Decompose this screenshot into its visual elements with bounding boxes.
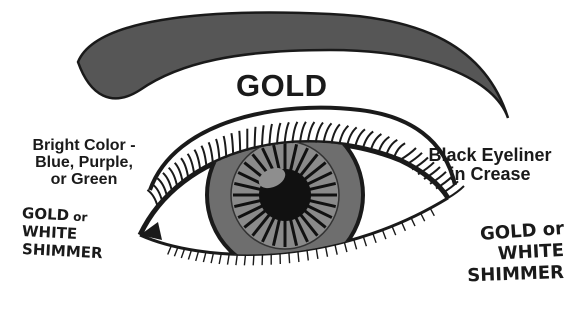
lower-lash bbox=[430, 208, 434, 216]
upper-lash bbox=[308, 122, 315, 143]
upper-lash bbox=[339, 126, 348, 145]
lower-lash bbox=[335, 244, 337, 254]
lower-lash bbox=[168, 246, 172, 255]
upper-lash bbox=[324, 123, 332, 143]
upper-lash bbox=[269, 124, 272, 146]
lower-lash bbox=[188, 250, 191, 260]
upper-lash bbox=[316, 123, 323, 143]
label-left-or: or bbox=[69, 209, 88, 224]
lower-lash bbox=[326, 246, 328, 256]
lower-lash bbox=[316, 248, 318, 259]
lower-lash bbox=[253, 254, 254, 265]
lower-lash bbox=[382, 230, 386, 239]
upper-lash bbox=[216, 139, 220, 161]
lower-lash bbox=[363, 237, 366, 247]
label-right-shimmer: GOLD or WHITE SHIMMER bbox=[430, 220, 564, 283]
lower-lash bbox=[219, 254, 221, 265]
lower-lash bbox=[181, 249, 184, 258]
lower-lash bbox=[236, 254, 237, 265]
upper-lash bbox=[194, 150, 200, 171]
upper-lash bbox=[224, 136, 227, 158]
label-bright-color: Bright Color - Blue, Purple, or Green bbox=[8, 138, 160, 188]
upper-lash bbox=[239, 131, 240, 153]
label-black-eyeliner: Black Eyeliner in Crease bbox=[412, 146, 568, 184]
upper-lash bbox=[231, 133, 233, 155]
upper-lash bbox=[331, 124, 340, 143]
lower-lash bbox=[244, 254, 245, 265]
upper-lash bbox=[255, 127, 256, 149]
lower-lash bbox=[307, 250, 308, 261]
upper-lash bbox=[300, 122, 306, 143]
upper-lash bbox=[262, 125, 264, 147]
label-eyeliner-line-1: Black Eyeliner bbox=[412, 146, 568, 165]
lower-lash bbox=[289, 252, 290, 263]
lower-lash bbox=[344, 242, 347, 252]
upper-lash bbox=[277, 123, 281, 145]
upper-lash bbox=[285, 122, 289, 143]
upper-lash bbox=[188, 154, 195, 174]
lower-lash bbox=[392, 226, 396, 235]
lower-lash bbox=[354, 239, 357, 249]
lower-lash bbox=[211, 253, 213, 263]
lower-lash bbox=[402, 222, 406, 231]
label-left-shimmer-line-3: SHIMMER bbox=[22, 242, 103, 262]
lower-lash bbox=[373, 233, 376, 243]
lower-lash bbox=[411, 218, 415, 226]
upper-lash bbox=[209, 142, 213, 163]
lower-lash bbox=[203, 252, 206, 262]
label-bright-line-1: Bright Color - bbox=[8, 138, 160, 155]
upper-lash bbox=[394, 143, 405, 158]
lower-lash bbox=[228, 254, 230, 265]
label-bright-line-2: Blue, Purple, bbox=[8, 155, 160, 172]
lower-lash bbox=[421, 213, 425, 221]
label-bright-line-3: or Green bbox=[8, 172, 160, 189]
lower-lash bbox=[174, 247, 178, 256]
upper-lash bbox=[147, 190, 157, 207]
upper-lash bbox=[292, 122, 297, 143]
upper-lash bbox=[201, 146, 206, 167]
label-eyeliner-line-2: in Crease bbox=[412, 165, 568, 184]
top-label-gold: GOLD bbox=[236, 70, 328, 103]
lower-lash bbox=[298, 251, 299, 262]
lower-lash bbox=[196, 251, 199, 261]
label-left-shimmer: GOLD or WHITE SHIMMER bbox=[22, 206, 103, 257]
